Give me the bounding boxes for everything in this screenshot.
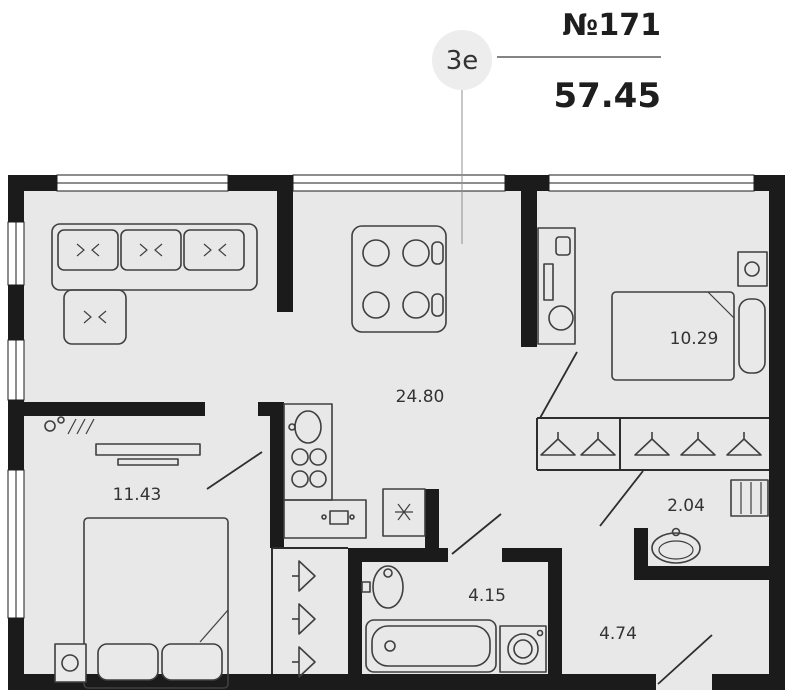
wall-hooks-icon — [44, 416, 95, 435]
bathroom-sink-icon — [361, 565, 404, 609]
bed-bedroom-left — [54, 517, 229, 689]
hanger-icon — [292, 646, 316, 678]
bathtub-icon — [365, 619, 497, 673]
hanger-icon — [292, 560, 316, 592]
tv-unit — [95, 443, 201, 466]
header: №171 57.45 3е — [432, 8, 661, 244]
dining-set — [351, 225, 447, 333]
door-swings — [206, 351, 713, 685]
door-bathroom — [451, 513, 502, 555]
fridge-icon — [382, 488, 426, 537]
washing-machine-icon — [499, 625, 547, 673]
desk — [537, 227, 576, 345]
room-label-bedroom-left: 11.43 — [113, 485, 162, 505]
bed-bedroom-right — [611, 251, 768, 381]
room-label-wc: 2.04 — [667, 496, 705, 516]
layout-type-label: 3е — [446, 46, 479, 76]
door-bedroom-left — [206, 451, 263, 490]
floor-area — [8, 175, 785, 690]
room-label-hallway: 4.74 — [599, 624, 637, 644]
door-bedroom-right — [539, 351, 578, 419]
hanger-icon — [634, 432, 670, 456]
room-labels: 24.80 10.29 11.43 2.04 4.15 4.74 — [113, 329, 719, 644]
hanger-icon — [726, 432, 762, 456]
total-area: 57.45 — [553, 76, 661, 116]
wc-sink-icon — [651, 527, 701, 564]
wardrobe-left-hangers — [292, 560, 316, 678]
hanger-icon — [680, 432, 716, 456]
hanger-icon — [540, 432, 576, 456]
layout-type-badge — [432, 30, 492, 90]
wardrobe-top-hangers — [540, 432, 762, 456]
wardrobe-partitions — [271, 417, 769, 674]
door-wc — [599, 470, 644, 527]
door-entrance — [657, 634, 713, 685]
room-label-living-kitchen: 24.80 — [396, 387, 445, 407]
sofa — [51, 223, 258, 345]
room-label-bedroom-right: 10.29 — [670, 329, 719, 349]
hanger-icon — [292, 603, 316, 635]
room-label-bathroom: 4.15 — [468, 586, 506, 606]
kitchen-unit — [283, 403, 367, 539]
towel-radiator-icon — [730, 479, 769, 517]
apartment-number: №171 — [562, 8, 661, 43]
hanger-icon — [580, 432, 616, 456]
